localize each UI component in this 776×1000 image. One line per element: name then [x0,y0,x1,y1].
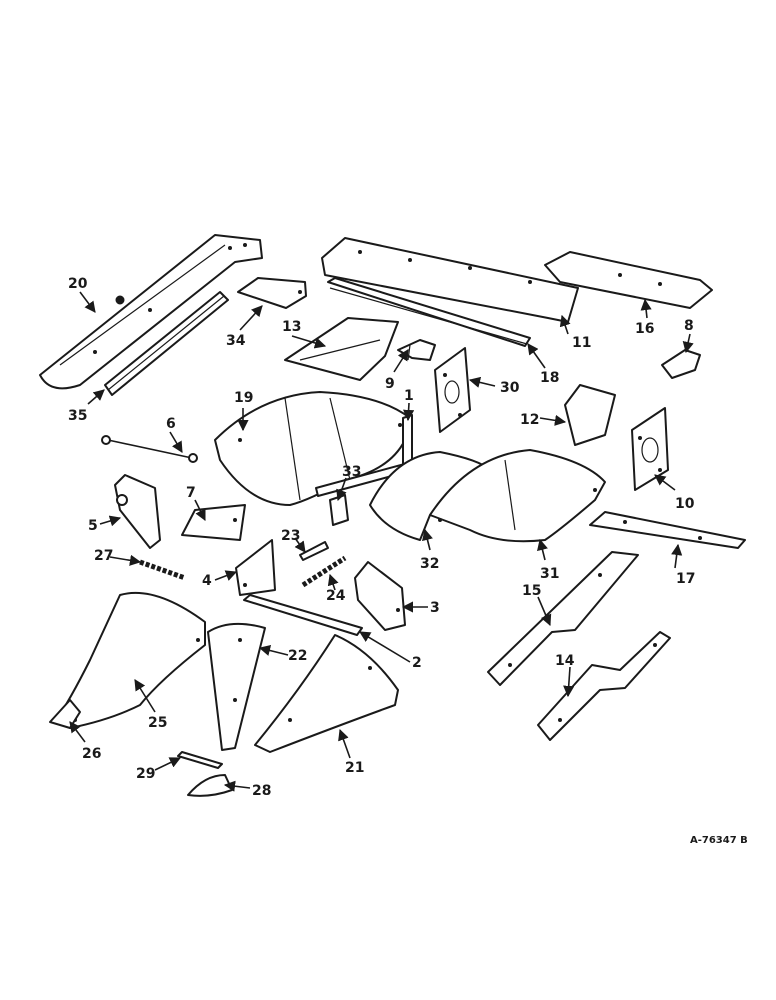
callout-3: 3 [430,600,440,616]
callout-8: 8 [684,318,694,334]
callout-31: 31 [540,566,559,582]
callout-14: 14 [555,653,575,669]
callout-25: 25 [148,715,167,731]
callout-20: 20 [68,276,88,292]
part-3-side-plate [354,561,406,631]
callout-35: 35 [68,408,87,424]
callout-15: 15 [522,583,541,599]
callout-22: 22 [288,648,307,664]
callout-33: 33 [342,464,361,480]
callout-12: 12 [520,412,539,428]
part-22-middle-divider [207,622,266,751]
part-17-angled-strip [589,511,746,549]
part-31-hood-right-half [429,449,606,543]
part-14-stepped-strip [537,631,671,741]
callout-4: 4 [202,573,212,589]
callout-28: 28 [252,783,271,799]
callout-21: 21 [345,760,364,776]
callout-2: 2 [412,655,422,671]
callout-24: 24 [326,588,346,604]
callout-10: 10 [675,496,695,512]
callout-6: 6 [166,416,176,432]
part-21-right-divider [254,634,399,753]
callout-32: 32 [420,556,439,572]
part-27-chain [139,559,186,581]
callout-18: 18 [540,370,559,386]
part-12-small-shield [564,384,616,446]
callout-5: 5 [88,518,98,534]
part-18-rail [327,277,531,347]
callout-19: 19 [234,390,253,406]
part-35-angle-bar [104,291,229,396]
leader-lines [69,291,694,792]
callout-27: 27 [94,548,113,564]
part-33-long-strip [315,461,415,526]
callout-11: 11 [572,335,591,351]
callout-34: 34 [226,333,246,349]
callout-16: 16 [635,321,654,337]
part-15-stepped-strip [487,551,639,686]
callout-1: 1 [404,388,414,404]
part-2-long-bar [243,594,363,636]
part-29-small-bar [177,751,223,769]
callout-9: 9 [385,376,395,392]
part-8-small-clip [661,349,701,379]
part-26-point [49,699,81,729]
part-4-side-plate [235,539,276,596]
callout-17: 17 [676,571,695,587]
part-24-chain [301,555,347,588]
part-23-small-link [299,541,329,561]
part-7-plate [181,504,246,541]
drawing-reference-code: A-76347 B [690,835,748,846]
part-5-end-plate [114,474,161,549]
callout-26: 26 [82,746,101,762]
callout-13: 13 [282,319,301,335]
part-20-arm-bracket [39,234,263,390]
callout-7: 7 [186,485,196,501]
part-16-top-plate [544,251,713,309]
part-19-hood [214,391,411,506]
callout-29: 29 [136,766,155,782]
part-30-bearing-plate [434,347,471,433]
part-10-bearing-plate [631,407,669,491]
callout-23: 23 [281,528,300,544]
callout-labels: 20 34 35 6 13 9 30 11 18 16 8 12 10 19 1… [68,276,695,799]
part-6-rod [101,435,198,463]
callout-30: 30 [500,380,520,396]
part-11-top-cover [321,237,579,323]
part-34-small-plate [237,277,307,309]
part-13-triangular-shield [284,317,399,381]
